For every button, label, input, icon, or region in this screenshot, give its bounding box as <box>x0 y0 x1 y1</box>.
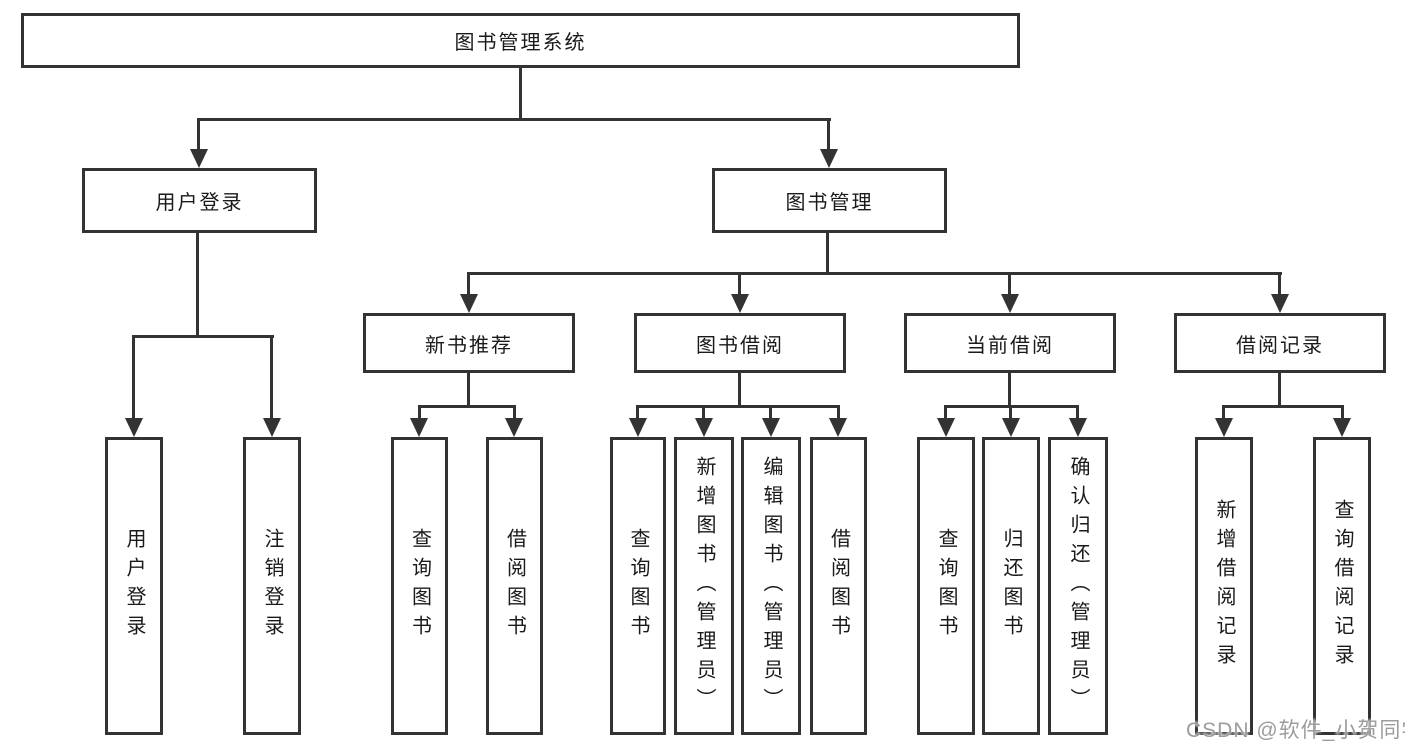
edge-to-new-book-shaft <box>467 272 470 296</box>
arrow-to-leaf-user-login <box>125 418 143 437</box>
edge-book-management-stem <box>826 233 829 274</box>
arrow-to-borrowing-records <box>1271 294 1289 313</box>
leaf-borrow-books-1-label: 借阅图书 <box>503 528 526 644</box>
leaf-borrow-books-2: 借阅图书 <box>810 437 867 735</box>
leaf-add-book-admin: 新增图书（管理员） <box>674 437 734 735</box>
leaf-confirm-return-admin: 确认归还（管理员） <box>1048 437 1108 735</box>
leaf-query-borrow-record-label: 查询借阅记录 <box>1331 499 1353 673</box>
edge-shaft <box>769 405 772 421</box>
edge-shaft <box>1009 405 1012 421</box>
edge-new-book-stem <box>467 373 470 407</box>
leaf-query-borrow-record: 查询借阅记录 <box>1313 437 1371 735</box>
leaf-query-books-2-label: 查询图书 <box>627 528 649 644</box>
leaf-borrow-books-1: 借阅图书 <box>486 437 543 735</box>
edge-book-borrowing-stem <box>738 373 741 407</box>
leaf-borrow-books-2-label: 借阅图书 <box>827 528 850 644</box>
leaf-add-borrow-record: 新增借阅记录 <box>1195 437 1253 735</box>
edge-shaft <box>944 405 947 421</box>
node-user-login: 用户登录 <box>82 168 317 233</box>
leaf-query-books-3-label: 查询图书 <box>935 528 957 644</box>
leaf-return-book: 归还图书 <box>982 437 1040 735</box>
edge-borrowing-records-stem <box>1278 373 1281 407</box>
arrow-to-leaf-add-book <box>695 418 713 437</box>
leaf-return-book-label: 归还图书 <box>1000 528 1022 644</box>
edge-shaft <box>837 405 840 421</box>
leaf-logout-label: 注销登录 <box>261 528 283 644</box>
arrow-to-leaf-edit-book <box>762 418 780 437</box>
leaf-query-books-2: 查询图书 <box>610 437 666 735</box>
leaf-add-book-admin-label: 新增图书（管理员） <box>693 455 715 717</box>
arrow-to-leaf-borrow-books-1 <box>505 418 523 437</box>
arrow-to-leaf-borrow-books-2 <box>829 418 847 437</box>
edge-to-leaf-logout-shaft <box>270 335 273 420</box>
leaf-confirm-return-admin-label: 确认归还（管理员） <box>1067 455 1089 717</box>
edge-new-book-distributor <box>418 405 516 408</box>
edge-to-borrowing-records-shaft <box>1278 272 1281 296</box>
leaf-query-books-3: 查询图书 <box>917 437 975 735</box>
edge-shaft <box>513 405 516 421</box>
edge-book-management-distributor <box>468 272 1282 275</box>
edge-book-borrowing-distributor <box>637 405 840 408</box>
leaf-logout: 注销登录 <box>243 437 301 735</box>
node-library-management-system: 图书管理系统 <box>21 13 1020 68</box>
node-new-book-recommendation: 新书推荐 <box>363 313 575 373</box>
node-borrowing-records: 借阅记录 <box>1174 313 1386 373</box>
node-current-borrowing: 当前借阅 <box>904 313 1116 373</box>
node-book-management: 图书管理 <box>712 168 947 233</box>
arrow-to-user-login <box>190 149 208 168</box>
edge-to-current-borrowing-shaft <box>1008 272 1011 296</box>
node-book-borrowing: 图书借阅 <box>634 313 846 373</box>
edge-shaft <box>1222 405 1225 421</box>
edge-current-borrowing-distributor <box>945 405 1079 408</box>
edge-to-book-management-shaft <box>827 118 830 151</box>
arrow-to-current-borrowing <box>1001 294 1019 313</box>
arrow-to-leaf-query-borrow-record <box>1333 418 1351 437</box>
edge-to-user-login-shaft <box>197 118 200 151</box>
arrow-to-leaf-add-borrow-record <box>1215 418 1233 437</box>
edge-root-stem <box>519 68 522 120</box>
arrow-to-new-book-recommendation <box>460 294 478 313</box>
arrow-to-leaf-return-book <box>1002 418 1020 437</box>
edge-current-borrowing-stem <box>1008 373 1011 407</box>
arrow-to-leaf-query-books-2 <box>629 418 647 437</box>
arrow-to-book-management <box>820 149 838 168</box>
leaf-edit-book-admin-label: 编辑图书（管理员） <box>760 455 782 717</box>
leaf-user-login: 用户登录 <box>105 437 163 735</box>
edge-borrowing-records-distributor <box>1223 405 1343 408</box>
leaf-query-books-1: 查询图书 <box>391 437 448 735</box>
arrow-to-leaf-query-books-1 <box>410 418 428 437</box>
leaf-query-books-1-label: 查询图书 <box>408 528 431 644</box>
leaf-add-borrow-record-label: 新增借阅记录 <box>1213 499 1235 673</box>
edge-user-login-stem <box>196 233 199 337</box>
edge-shaft <box>636 405 639 421</box>
arrow-to-leaf-confirm-return <box>1069 418 1087 437</box>
arrow-to-leaf-logout <box>263 418 281 437</box>
edge-shaft <box>1076 405 1079 421</box>
edge-to-leaf-user-login-shaft <box>132 335 135 420</box>
edge-to-book-borrowing-shaft <box>738 272 741 296</box>
edge-shaft <box>1341 405 1344 421</box>
arrow-to-leaf-query-books-3 <box>937 418 955 437</box>
edge-user-login-distributor <box>133 335 274 338</box>
leaf-edit-book-admin: 编辑图书（管理员） <box>741 437 801 735</box>
edge-root-distributor <box>198 118 831 121</box>
edge-shaft <box>418 405 421 421</box>
watermark-text: CSDN @软件_小贺同学 <box>1186 719 1405 742</box>
leaf-user-login-label: 用户登录 <box>123 528 145 644</box>
arrow-to-book-borrowing <box>731 294 749 313</box>
edge-shaft <box>702 405 705 421</box>
